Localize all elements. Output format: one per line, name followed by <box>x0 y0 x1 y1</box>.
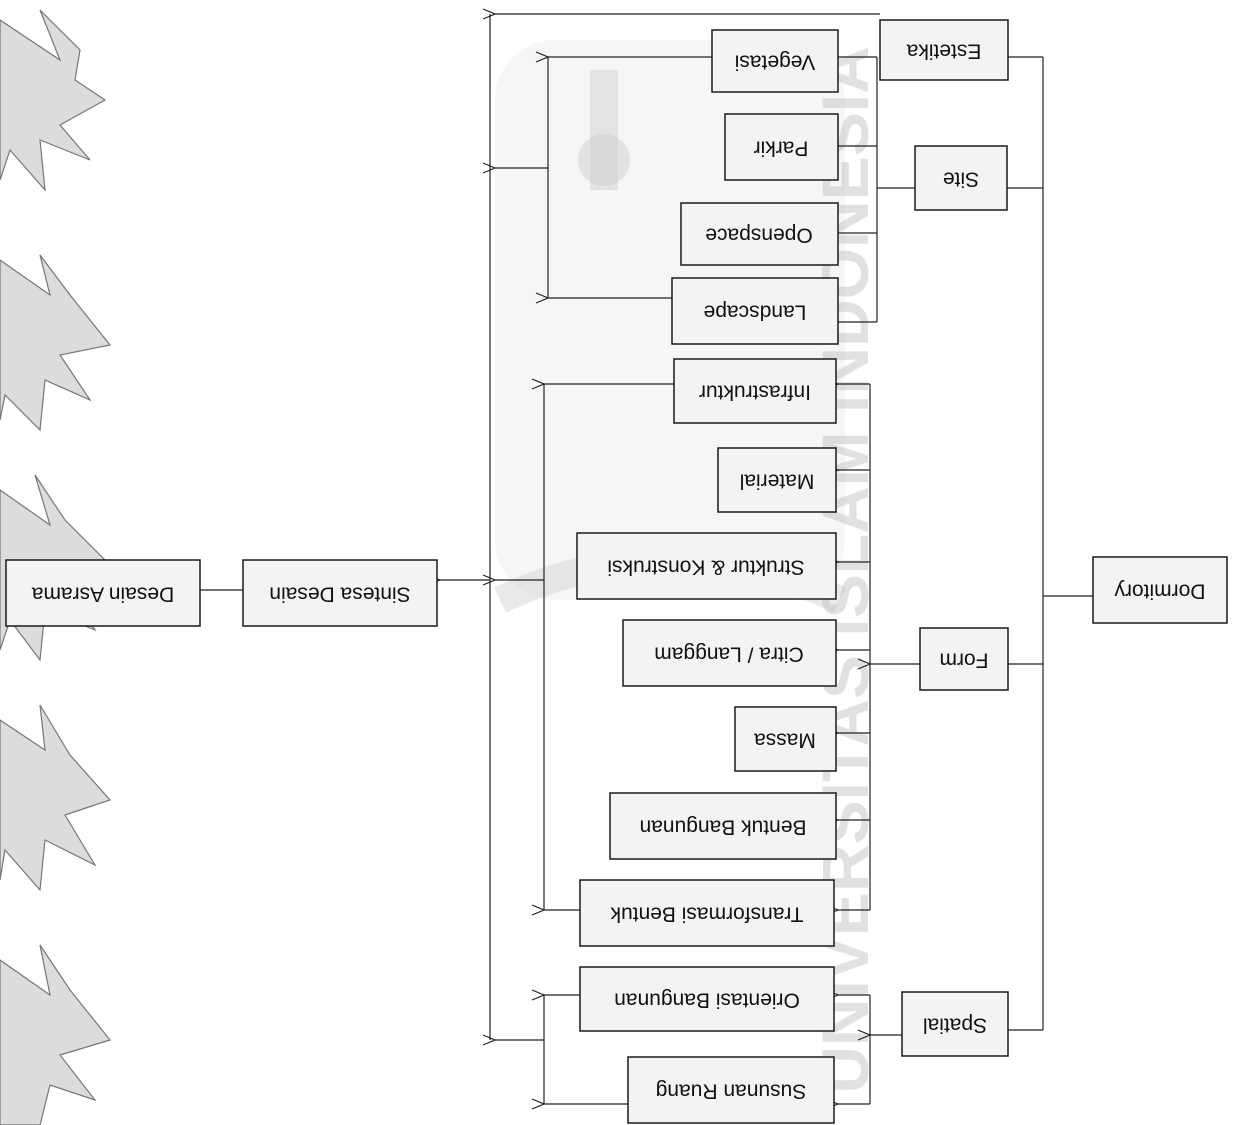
box-orientasi-bangunan: Orientasi Bangunan <box>579 966 835 1032</box>
box-label: Sintesa Desain <box>269 582 410 605</box>
box-citra-langgam: Citra / Langgam <box>622 619 837 687</box>
flow-lines <box>200 14 1093 1104</box>
box-label: Bentuk Bangunan <box>640 815 807 838</box>
box-label: Infrastruktur <box>699 380 811 403</box>
box-desain-asrama: Desain Asrama <box>5 559 201 627</box>
star-icon <box>0 944 112 1125</box>
box-sintesa-desain: Sintesa Desain <box>242 559 438 627</box>
box-label: Vegetasi <box>735 50 816 73</box>
box-site: Site <box>914 145 1008 211</box>
box-estetika: Estetika <box>879 19 1009 81</box>
box-material: Material <box>717 447 837 513</box>
box-parkir: Parkir <box>724 113 839 181</box>
box-spatial: Spatial <box>901 991 1009 1057</box>
box-struktur-konstruksi: Struktur & Konstruksi <box>576 532 837 600</box>
box-label: Orientasi Bangunan <box>614 988 800 1011</box>
box-openspace: Openspace <box>680 202 839 266</box>
box-transformasi-bentuk: Transformasi Bentuk <box>579 879 835 947</box>
star-icon <box>0 704 112 892</box>
box-label: Form <box>940 648 989 671</box>
box-label: Site <box>943 167 979 190</box>
box-label: Estetika <box>906 39 981 62</box>
box-label: Transformasi Bentuk <box>610 902 803 925</box>
box-label: Openspace <box>705 223 812 246</box>
box-label: Spatial <box>923 1013 987 1036</box>
box-form: Form <box>919 627 1009 691</box>
box-susunan-ruang: Susunan Ruang <box>627 1056 835 1124</box>
box-vegetasi: Vegetasi <box>711 29 839 93</box>
star-icon <box>0 9 107 192</box>
star-icon <box>0 254 112 432</box>
box-label: Desain Asrama <box>31 582 174 605</box>
box-infrastruktur: Infrastruktur <box>673 358 837 424</box>
box-label: Dormitory <box>1114 579 1206 602</box>
box-label: Citra / Langgam <box>654 642 803 665</box>
box-label: Massa <box>754 728 816 751</box>
box-label: Susunan Ruang <box>656 1079 807 1102</box>
box-label: Material <box>740 469 815 492</box>
box-landscape: Landscape <box>671 277 839 345</box>
box-label: Parkir <box>754 136 809 159</box>
box-label: Landscape <box>704 300 807 323</box>
box-bentuk-bangunan: Bentuk Bangunan <box>609 792 837 860</box>
box-label: Struktur & Konstruksi <box>607 555 804 578</box>
box-massa: Massa <box>734 706 837 772</box>
box-dormitory: Dormitory <box>1092 556 1228 624</box>
